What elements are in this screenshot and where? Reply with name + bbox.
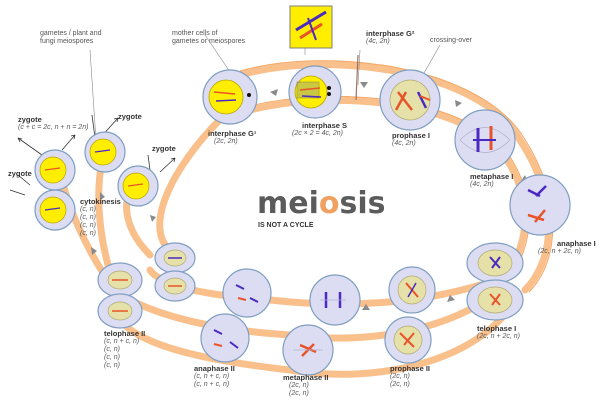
- stage-name: telophase I: [477, 324, 517, 333]
- diagram-title: meiosis: [257, 186, 386, 221]
- label-interphase-s: interphase S (2c × 2 = 4c, 2n): [292, 122, 347, 138]
- cell-metaphase-2: [282, 274, 361, 376]
- cell-telophase-1: [466, 242, 524, 321]
- arrow-icon: [91, 247, 97, 255]
- stage-sub: (2c, n): [289, 390, 309, 397]
- arrow-icon: [455, 100, 462, 107]
- cell-gamete-3: [84, 131, 126, 173]
- cell-anaphase-1: [509, 174, 571, 236]
- stage-sub: (2c × 2 = 4c, 2n): [292, 130, 343, 137]
- stage-sub: (c, n + c, n): [104, 338, 140, 345]
- label-metaphase-2: metaphase II (2c, n) (2c, n): [283, 374, 328, 398]
- stage-sub: (2c, n + 2c, n): [538, 248, 581, 255]
- cell-telophase-2-right: [154, 242, 196, 302]
- stage-sub: (c, n + c, n): [194, 381, 230, 388]
- arrow-icon: [362, 304, 370, 310]
- cell-prophase-1: [379, 69, 441, 131]
- stage-name: metaphase I: [470, 172, 514, 181]
- label-telophase-2: telophase II (c, n + c, n) (c, n) (c, n)…: [104, 330, 145, 370]
- cell-interphase-g1: [202, 69, 258, 125]
- stage-name: zygote: [18, 115, 42, 124]
- stage-sub: (c, n + c, n): [194, 373, 230, 380]
- zygote-arrows: [9, 114, 176, 196]
- stage-sub: (2c, n): [289, 382, 309, 389]
- label-mother-cells: mother cells of gametes or meiospores: [172, 30, 245, 46]
- label-prophase-2: prophase II (2c, n) (2c, n): [390, 365, 430, 389]
- stage-name: interphase G¹: [208, 129, 257, 138]
- cell-gamete-1: [34, 149, 76, 191]
- label-crossing-over: crossing-over: [430, 37, 473, 44]
- stage-name: interphase S: [302, 121, 348, 130]
- stage-sub: (c, n): [80, 206, 96, 213]
- cell-gamete-4: [117, 165, 159, 207]
- title-part-2: o: [318, 186, 340, 221]
- label-cytokinesis: cytokinesis (c, n) (c, n) (c, n) (c, n): [80, 198, 121, 238]
- cell-gamete-2: [34, 189, 76, 231]
- cells: [34, 5, 571, 376]
- label-gametes: gametes / plant and fungi meiospores: [40, 30, 102, 46]
- g2-marker: [355, 54, 359, 101]
- label-zygote-left: zygote (c + c = 2c, n + n = 2n): [18, 116, 88, 132]
- cell-telophase-2-left: [97, 262, 143, 329]
- arrow-icon: [150, 215, 156, 222]
- label-gametes-line-2: fungi meiospores: [40, 38, 94, 45]
- cell-anaphase-2: [200, 268, 272, 363]
- diagram-subtitle: IS NOT A CYCLE: [258, 222, 314, 229]
- stage-name: anaphase II: [194, 364, 235, 373]
- label-interphase-g1: interphase G¹ (2c, 2n): [208, 130, 256, 146]
- label-interphase-g2: interphase G² (4c, 2n): [366, 30, 414, 46]
- stage-sub: (2c, n): [390, 381, 410, 388]
- arrow-icon: [100, 192, 105, 200]
- arrow-icon: [447, 295, 455, 302]
- arrow-icon: [270, 89, 278, 96]
- stage-sub: (c + c = 2c, n + n = 2n): [18, 124, 89, 131]
- stage-name: metaphase II: [283, 373, 329, 382]
- stage-sub: (c, n): [104, 346, 120, 353]
- label-telophase-1: telophase I (2c, n + 2c, n): [477, 325, 520, 341]
- stage-sub: (c, n): [104, 354, 120, 361]
- label-metaphase-1: metaphase I (4c, 2n): [470, 173, 513, 189]
- label-zygote-top: zygote: [118, 112, 142, 121]
- label-mother-cells-line-1: mother cells of: [172, 30, 218, 37]
- title-part-1: mei: [257, 186, 319, 221]
- stage-sub: (2c, n): [390, 373, 410, 380]
- label-anaphase-2: anaphase II (c, n + c, n) (c, n + c, n): [194, 365, 235, 389]
- stage-sub: (c, n): [80, 230, 96, 237]
- label-prophase-1: prophase I (4c, 2n): [392, 132, 430, 148]
- stage-sub: (c, n): [80, 214, 96, 221]
- stage-sub: (4c, 2n): [470, 181, 494, 188]
- label-zygote-mid-left: zygote: [8, 169, 32, 178]
- label-mother-cells-line-2: gametes or meiospores: [172, 38, 246, 45]
- stage-name: cytokinesis: [80, 197, 121, 206]
- stage-name: interphase G²: [366, 29, 415, 38]
- stage-sub: (2c, 2n): [214, 138, 238, 145]
- label-anaphase-1: anaphase I (2c, n + 2c, n): [538, 240, 596, 256]
- label-zygote-right: zygote: [152, 144, 176, 153]
- arrow-icon: [360, 82, 368, 88]
- stage-name: prophase I: [392, 131, 430, 140]
- stage-sub: (2c, n + 2c, n): [477, 333, 520, 340]
- stage-name: anaphase I: [557, 239, 596, 248]
- stage-sub: (c, n): [80, 222, 96, 229]
- stage-sub: (c, n): [104, 362, 120, 369]
- title-part-3: sis: [339, 186, 386, 221]
- cell-prophase-2: [384, 266, 436, 364]
- stage-name: prophase II: [390, 364, 431, 373]
- stage-name: telophase II: [104, 329, 146, 338]
- cell-interphase-s: [288, 65, 342, 119]
- stage-sub: (4c, 2n): [392, 140, 416, 147]
- inset-zoom: [289, 5, 333, 49]
- flow-arrows: [91, 82, 528, 310]
- label-gametes-line-1: gametes / plant and: [40, 30, 102, 37]
- cell-metaphase-1: [454, 109, 516, 171]
- stage-sub: (4c, 2n): [366, 38, 390, 45]
